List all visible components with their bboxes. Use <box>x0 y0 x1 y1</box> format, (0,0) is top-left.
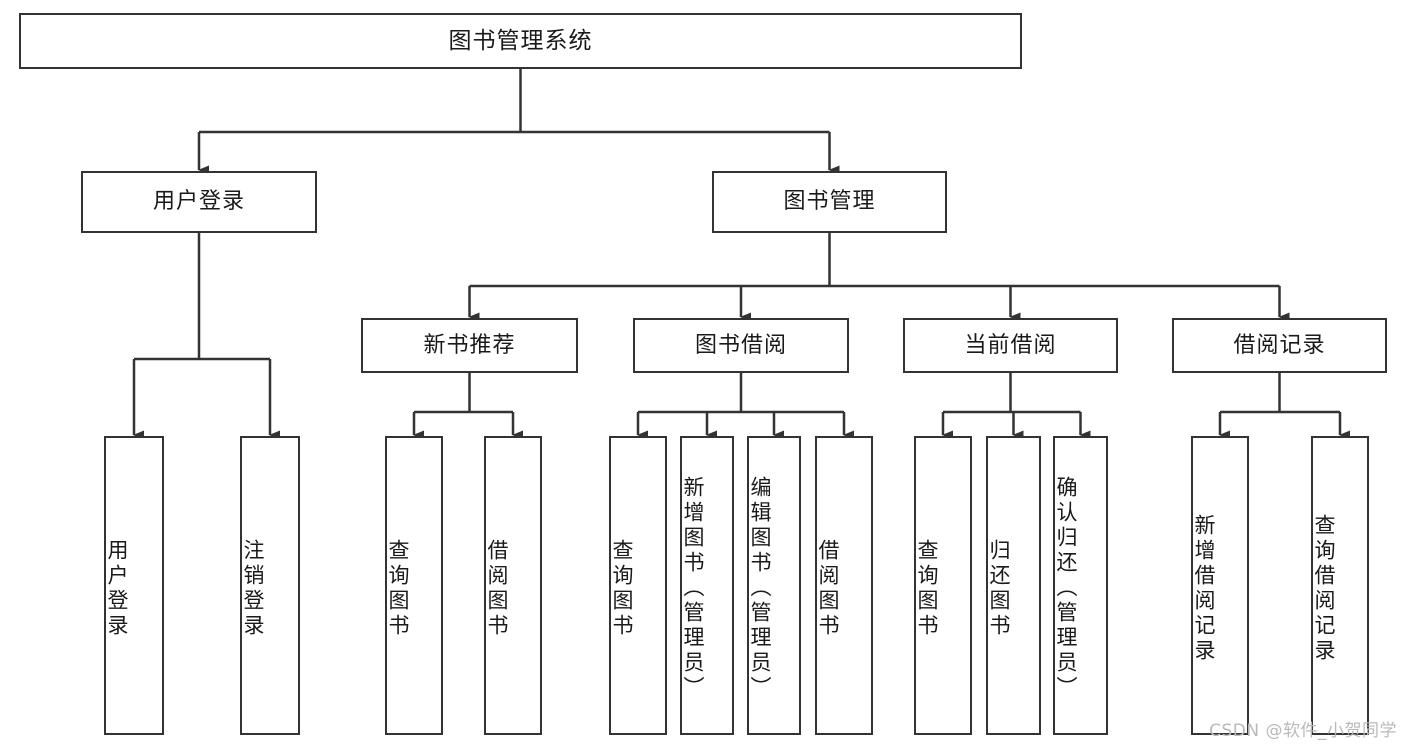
node-book-manage[interactable]: 图书管理 <box>712 171 947 233</box>
node-label: 新增图书（管理员） <box>681 476 705 701</box>
node-label: 图书借阅 <box>694 332 787 358</box>
node-label: 借阅记录 <box>1233 332 1326 358</box>
node-label: 当前借阅 <box>964 332 1057 358</box>
node-label: 查询图书 <box>386 538 410 639</box>
node-leaf-query-3[interactable]: 查询图书 <box>914 436 972 735</box>
node-new-book-rec[interactable]: 新书推荐 <box>361 318 578 373</box>
node-label: 新书推荐 <box>423 332 516 358</box>
node-label: 用户登录 <box>105 538 129 639</box>
node-leaf-query-2[interactable]: 查询图书 <box>609 436 667 735</box>
node-leaf-borrow-2[interactable]: 借阅图书 <box>815 436 873 735</box>
node-label: 查询借阅记录 <box>1312 513 1336 664</box>
node-label: 新增借阅记录 <box>1192 513 1216 664</box>
node-leaf-return[interactable]: 归还图书 <box>986 436 1041 735</box>
node-label: 归还图书 <box>987 538 1011 639</box>
node-label: 注销登录 <box>241 538 265 639</box>
node-user-login[interactable]: 用户登录 <box>81 171 317 233</box>
node-root[interactable]: 图书管理系统 <box>19 13 1022 69</box>
node-label: 用户登录 <box>152 189 245 215</box>
node-leaf-logout[interactable]: 注销登录 <box>240 436 300 735</box>
node-leaf-query-rec[interactable]: 查询借阅记录 <box>1311 436 1369 735</box>
node-label: 查询图书 <box>610 538 634 639</box>
node-leaf-user-login[interactable]: 用户登录 <box>104 436 164 735</box>
node-borrow-record[interactable]: 借阅记录 <box>1172 318 1387 373</box>
node-label: 借阅图书 <box>816 538 840 639</box>
node-leaf-add-rec[interactable]: 新增借阅记录 <box>1191 436 1249 735</box>
node-label: 图书管理系统 <box>448 27 593 54</box>
node-leaf-borrow-1[interactable]: 借阅图书 <box>484 436 542 735</box>
node-label: 确认归还（管理员） <box>1054 476 1078 701</box>
node-book-borrow[interactable]: 图书借阅 <box>633 318 849 373</box>
node-label: 查询图书 <box>915 538 939 639</box>
node-current-borrow[interactable]: 当前借阅 <box>903 318 1118 373</box>
node-label: 借阅图书 <box>485 538 509 639</box>
node-leaf-confirm[interactable]: 确认归还（管理员） <box>1053 436 1108 735</box>
watermark-text: CSDN @软件_小贺同学 <box>1209 721 1397 741</box>
node-leaf-add-book[interactable]: 新增图书（管理员） <box>680 436 734 735</box>
node-leaf-edit-book[interactable]: 编辑图书（管理员） <box>747 436 801 735</box>
node-label: 编辑图书（管理员） <box>748 476 772 701</box>
node-leaf-query-1[interactable]: 查询图书 <box>385 436 443 735</box>
node-label: 图书管理 <box>783 189 876 215</box>
edges <box>132 69 1350 440</box>
